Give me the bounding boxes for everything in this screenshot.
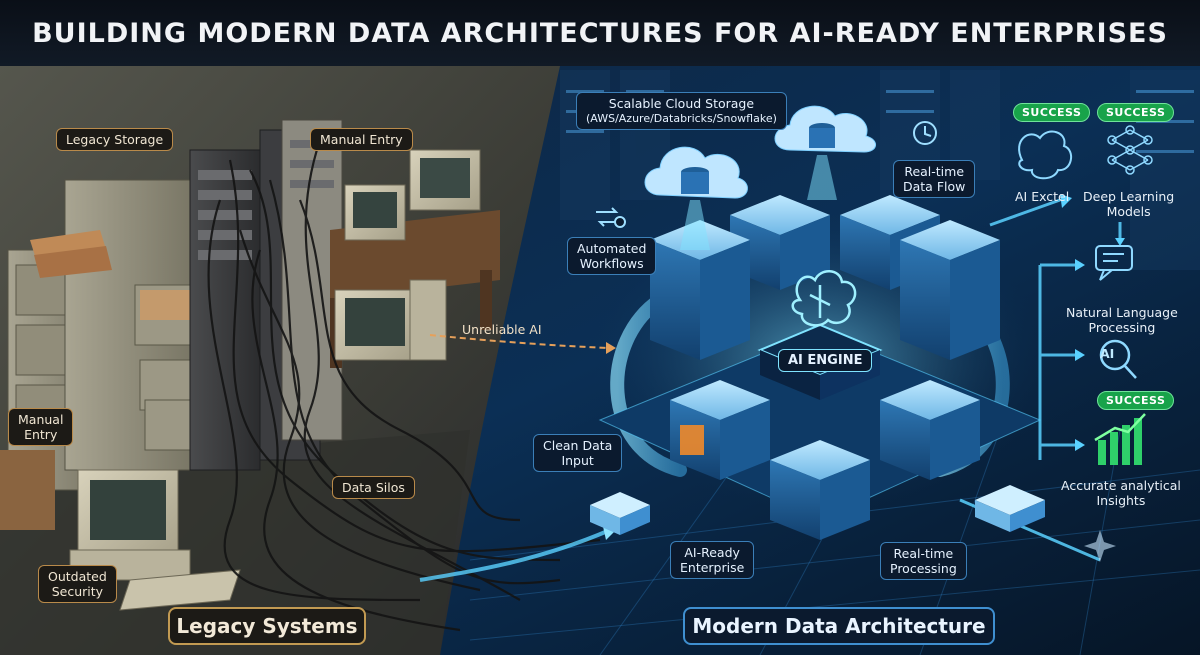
neural-network-icon [1107, 125, 1153, 175]
ai-engine-label: AI ENGINE [778, 349, 873, 372]
clean-data-label: Clean Data Input [533, 434, 623, 472]
crt-monitor-icon [344, 149, 481, 241]
ai-ready-label: AI-Ready Enterprise [670, 541, 755, 579]
cardboard-box [0, 450, 55, 530]
page-title: BUILDING MODERN DATA ARCHITECTURES FOR A… [32, 17, 1168, 49]
nlp-line2: Processing [1088, 320, 1156, 335]
outdated-security-label: Outdated Security [38, 565, 117, 603]
realtime-proc-line2: Processing [890, 561, 957, 576]
data-silos-label: Data Silos [332, 476, 415, 499]
cloud-storage-line2: (AWS/Azure/Databricks/Snowflake) [586, 112, 777, 125]
sync-icon [596, 207, 626, 228]
crt-monitor-icon [334, 279, 447, 361]
clock-icon [913, 121, 937, 145]
unreliable-ai-label: Unreliable AI [462, 322, 542, 337]
nlp-line1: Natural Language [1066, 305, 1178, 320]
nlp-label: Natural Language Processing [1057, 302, 1187, 338]
ai-engine-text: AI ENGINE [788, 353, 863, 368]
insights-label: Accurate analytical Insights [1052, 475, 1190, 511]
edge-device [590, 492, 650, 535]
legacy-storage-text: Legacy Storage [66, 132, 164, 147]
cloud-storage-label: Scalable Cloud Storage (AWS/Azure/Databr… [576, 92, 787, 130]
brain-icon [1018, 130, 1073, 180]
outdated-security-line1: Outdated [48, 569, 107, 584]
chat-bubble-icon [1095, 245, 1133, 281]
insights-line2: Insights [1096, 493, 1146, 508]
ai-ready-line1: AI-Ready [684, 545, 740, 560]
clean-data-line2: Input [561, 453, 594, 468]
modern-architecture-footer: Modern Data Architecture [683, 607, 995, 645]
legacy-systems-footer: Legacy Systems [168, 607, 366, 645]
deep-learning-label: Deep Learning Models [1074, 186, 1183, 222]
deep-learning-line2: Models [1106, 204, 1151, 219]
deep-learning-line1: Deep Learning [1083, 189, 1175, 204]
cloud-storage-line1: Scalable Cloud Storage [608, 96, 755, 111]
unreliable-arrow [429, 334, 609, 349]
success-badge: SUCCESS [1097, 391, 1175, 410]
manual-entry-top-text: Manual Entry [320, 132, 403, 147]
manual-entry-left-label: Manual Entry [8, 408, 74, 446]
ai-ready-line2: Enterprise [680, 560, 745, 575]
edge-device [975, 485, 1045, 532]
manual-entry-top-label: Manual Entry [310, 128, 413, 151]
realtime-flow-line1: Real-time [904, 164, 965, 179]
bar-chart-growth-icon [1094, 413, 1146, 465]
automated-line2: Workflows [579, 256, 644, 271]
cloud-database-icon [774, 105, 876, 153]
automated-line1: Automated [577, 241, 647, 256]
legacy-storage-label: Legacy Storage [56, 128, 174, 151]
legacy-systems-text: Legacy Systems [176, 614, 358, 638]
ai-magnifier-text: AI [1100, 346, 1115, 361]
realtime-flow-label: Real-time Data Flow [893, 160, 976, 198]
realtime-flow-line2: Data Flow [903, 179, 966, 194]
modern-architecture-text: Modern Data Architecture [692, 614, 986, 638]
crt-monitor-icon [69, 469, 241, 611]
automated-workflows-label: Automated Workflows [567, 237, 657, 275]
outdated-security-line2: Security [51, 584, 104, 599]
sparkle-icon [1084, 530, 1116, 562]
manual-entry-left-line1: Manual [18, 412, 64, 427]
ai-excel-label: AI Exctel [1015, 189, 1070, 204]
magnifier-ai-icon [1099, 339, 1137, 379]
data-silos-text: Data Silos [342, 480, 405, 495]
manual-entry-left-line2: Entry [24, 427, 58, 442]
insights-line1: Accurate analytical [1061, 478, 1181, 493]
realtime-proc-line1: Real-time [893, 546, 954, 561]
migration-arrow [419, 528, 611, 582]
clean-data-line1: Clean Data [543, 438, 613, 453]
success-badge: SUCCESS [1097, 103, 1175, 122]
tangled-cables [207, 139, 601, 632]
folder-stack [30, 230, 112, 278]
title-bar: BUILDING MODERN DATA ARCHITECTURES FOR A… [0, 0, 1200, 66]
success-badge: SUCCESS [1013, 103, 1091, 122]
cloud-database-icon [644, 146, 748, 199]
brain-icon [791, 270, 857, 327]
realtime-processing-label: Real-time Processing [880, 542, 967, 580]
